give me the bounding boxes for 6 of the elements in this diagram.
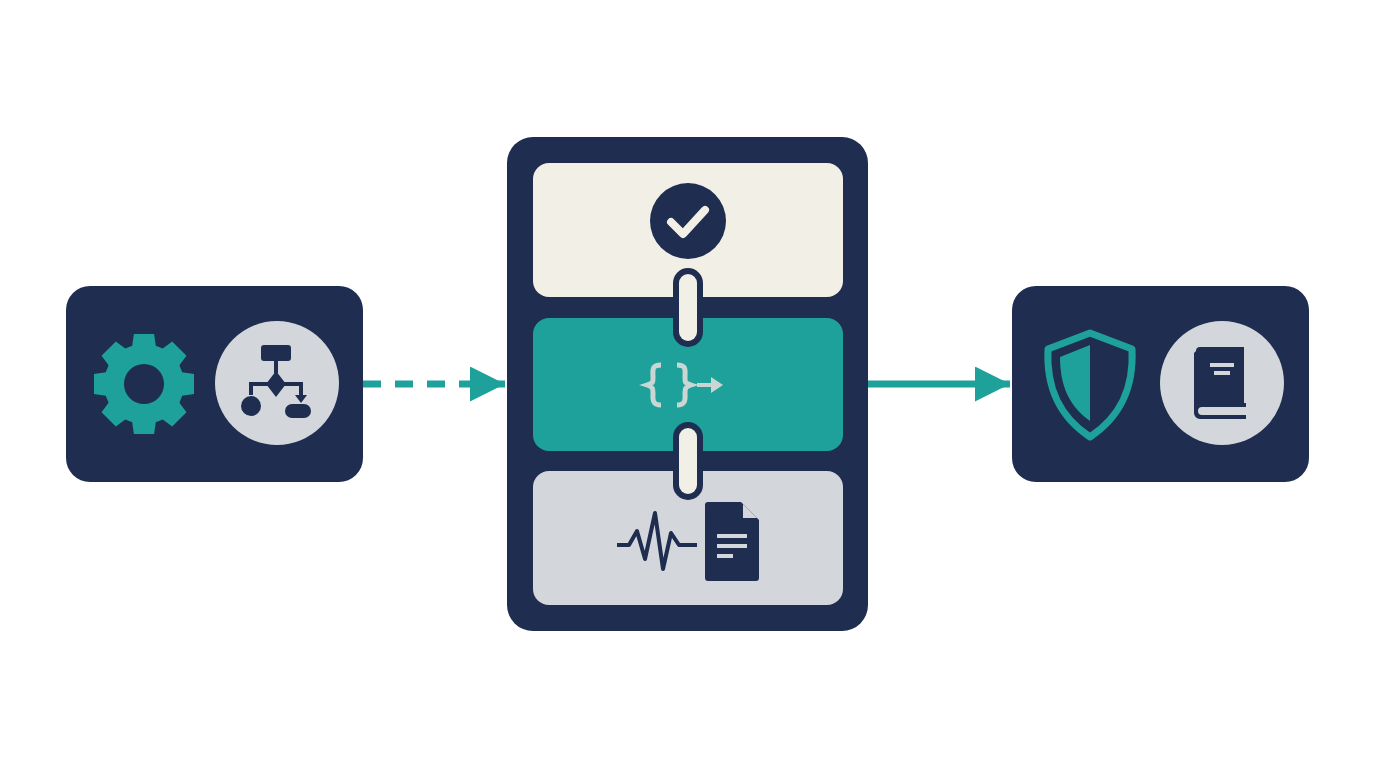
layer-card <box>533 471 843 605</box>
process-card <box>66 286 363 482</box>
output-card <box>1012 286 1309 482</box>
stack-panel <box>507 137 868 631</box>
layer-card <box>533 163 843 297</box>
layer-card <box>533 318 843 451</box>
